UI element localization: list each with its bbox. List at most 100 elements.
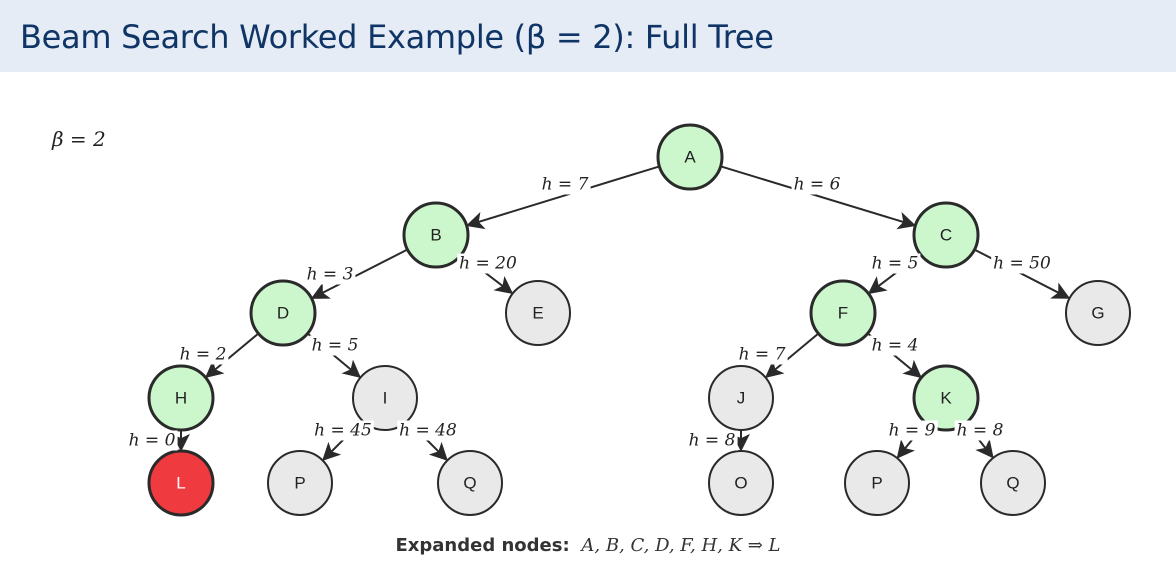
tree-node-g: G bbox=[1065, 280, 1131, 346]
tree-node-d: D bbox=[249, 279, 317, 347]
edge-heuristic-label: h = 20 bbox=[459, 254, 517, 274]
edge-heuristic-label: h = 50 bbox=[993, 254, 1051, 274]
edge-heuristic-label: h = 9 bbox=[889, 421, 936, 441]
node-label: A bbox=[684, 147, 696, 166]
edge-label-background bbox=[309, 335, 361, 356]
tree-node-q1: Q bbox=[437, 450, 503, 516]
node-label: J bbox=[737, 388, 746, 407]
node-label: K bbox=[940, 388, 952, 407]
edge-heuristic-label: h = 7 bbox=[542, 175, 589, 195]
edge-heuristic-label: h = 3 bbox=[307, 265, 354, 285]
edge-label-background bbox=[736, 344, 788, 365]
tree-node-k: K bbox=[912, 364, 980, 432]
edge-heuristic-label: h = 4 bbox=[872, 336, 919, 356]
node-circle-unexpanded bbox=[505, 280, 571, 346]
edge-label: h = 9 bbox=[886, 420, 938, 441]
node-circle-unexpanded bbox=[844, 450, 910, 516]
node-circle-goal bbox=[147, 449, 215, 517]
edge-a-b bbox=[465, 165, 660, 230]
tree-node-f: F bbox=[809, 279, 877, 347]
tree-node-j: J bbox=[708, 365, 774, 431]
edge-label-background bbox=[791, 174, 843, 195]
node-circle-unexpanded bbox=[708, 365, 774, 431]
edge-label: h = 20 bbox=[457, 253, 519, 274]
node-label: P bbox=[294, 473, 305, 492]
edge-label-background bbox=[177, 344, 229, 365]
edge-heuristic-label: h = 5 bbox=[312, 336, 359, 356]
node-label: I bbox=[383, 388, 388, 407]
edge-label-background bbox=[886, 420, 938, 441]
edge-heuristic-label: h = 8 bbox=[689, 431, 736, 451]
expanded-nodes-summary: Expanded nodes: A, B, C, D, F, H, K ⇒ L bbox=[0, 535, 1176, 556]
expanded-nodes-sequence: A, B, C, D, F, H, K ⇒ L bbox=[581, 535, 781, 556]
tree-node-e: E bbox=[505, 280, 571, 346]
beam-width-label: β = 2 bbox=[52, 127, 106, 151]
edge-label: h = 3 bbox=[304, 264, 356, 285]
node-circle-expanded bbox=[656, 123, 724, 191]
tree-node-l: L bbox=[147, 449, 215, 517]
edge-heuristic-label: h = 2 bbox=[180, 345, 227, 365]
edge-c-g bbox=[974, 248, 1071, 299]
node-label: Q bbox=[1006, 473, 1019, 492]
edge-label-background bbox=[539, 174, 591, 195]
tree-node-a: A bbox=[656, 123, 724, 191]
edge-heuristic-label: h = 0 bbox=[129, 431, 176, 451]
node-circle-expanded bbox=[912, 364, 980, 432]
edge-label: h = 2 bbox=[177, 344, 229, 365]
edge-heuristic-label: h = 7 bbox=[739, 345, 786, 365]
edge-label: h = 4 bbox=[869, 335, 921, 356]
edge-label: h = 7 bbox=[736, 344, 788, 365]
edge-heuristic-label: h = 5 bbox=[872, 254, 919, 274]
edge-label-background bbox=[686, 430, 738, 451]
node-label: P bbox=[871, 473, 882, 492]
node-label: D bbox=[277, 303, 289, 322]
edge-label: h = 6 bbox=[791, 174, 843, 195]
tree-node-p1: P bbox=[267, 450, 333, 516]
node-circle-expanded bbox=[249, 279, 317, 347]
edge-label-background bbox=[457, 253, 519, 274]
edge-f-j bbox=[764, 332, 820, 379]
edge-label: h = 5 bbox=[869, 253, 921, 274]
tree-node-q2: Q bbox=[980, 450, 1046, 516]
edge-label-background bbox=[312, 420, 374, 441]
node-label: G bbox=[1091, 303, 1104, 322]
node-circle-unexpanded bbox=[267, 450, 333, 516]
edge-label-background bbox=[954, 420, 1006, 441]
edge-heuristic-label: h = 45 bbox=[314, 421, 372, 441]
edge-label-background bbox=[869, 335, 921, 356]
node-circle-unexpanded bbox=[437, 450, 503, 516]
node-label: C bbox=[940, 225, 952, 244]
node-circle-expanded bbox=[809, 279, 877, 347]
node-label: E bbox=[532, 303, 543, 322]
node-label: O bbox=[734, 473, 747, 492]
node-circle-unexpanded bbox=[1065, 280, 1131, 346]
edge-label-background bbox=[126, 430, 178, 451]
node-label: L bbox=[176, 473, 185, 492]
node-label: B bbox=[430, 225, 441, 244]
page-title: Beam Search Worked Example (β = 2): Full… bbox=[20, 18, 774, 56]
node-circle-expanded bbox=[912, 201, 980, 269]
tree-node-o: O bbox=[708, 450, 774, 516]
edge-label-background bbox=[991, 253, 1053, 274]
edge-d-h bbox=[204, 332, 260, 379]
tree-node-h: H bbox=[147, 364, 215, 432]
edge-label: h = 50 bbox=[991, 253, 1053, 274]
node-circle-expanded bbox=[402, 201, 470, 269]
tree-node-b: B bbox=[402, 201, 470, 269]
tree-node-c: C bbox=[912, 201, 980, 269]
node-label: Q bbox=[463, 473, 476, 492]
edge-heuristic-label: h = 8 bbox=[957, 421, 1004, 441]
edge-b-d bbox=[310, 248, 408, 299]
edge-heuristic-label: h = 6 bbox=[794, 175, 841, 195]
edge-label-background bbox=[304, 264, 356, 285]
edge-label: h = 45 bbox=[312, 420, 374, 441]
edge-label: h = 0 bbox=[126, 430, 178, 451]
title-bar: Beam Search Worked Example (β = 2): Full… bbox=[0, 0, 1176, 72]
edge-label: h = 48 bbox=[397, 420, 459, 441]
node-label: H bbox=[175, 388, 187, 407]
tree-node-i: I bbox=[352, 365, 418, 431]
edge-label: h = 8 bbox=[686, 430, 738, 451]
edge-label-background bbox=[869, 253, 921, 274]
node-circle-unexpanded bbox=[980, 450, 1046, 516]
